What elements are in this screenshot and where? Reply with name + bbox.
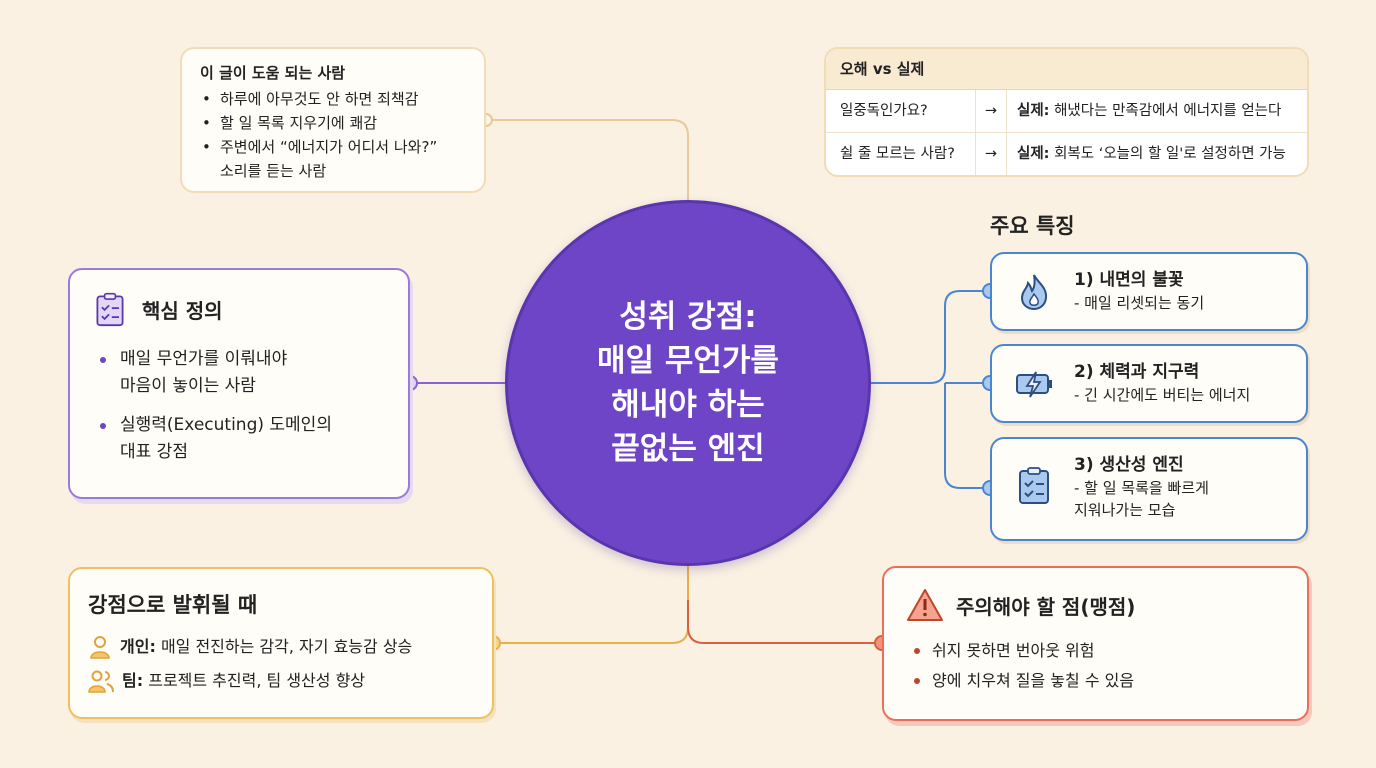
fact-cell: 실제: 해냈다는 만족감에서 에너지를 얻는다 bbox=[1007, 90, 1281, 132]
fact-label: 실제: bbox=[1017, 103, 1050, 119]
fact-label: 실제: bbox=[1017, 146, 1050, 162]
feature-card: 1) 내면의 불꽃 - 매일 리셋되는 동기 bbox=[990, 252, 1308, 331]
table-row: 쉴 줄 모르는 사람? → 실제: 회복도 ‘오늘의 할 일'로 설정하면 가능 bbox=[826, 133, 1307, 175]
warning-icon bbox=[907, 589, 943, 621]
strength-label: 팀: bbox=[122, 671, 144, 690]
central-topic: 성취 강점: 매일 무언가를 해내야 하는 끝없는 엔진 bbox=[505, 200, 871, 566]
feature-desc: - 할 일 목록을 빠르게 지워나가는 모습 bbox=[1074, 479, 1209, 519]
features-title: 주요 특징 bbox=[990, 214, 1075, 238]
strength-row: 팀: 프로젝트 추진력, 팀 생산성 향상 bbox=[88, 667, 474, 695]
strength-label: 개인: bbox=[120, 637, 156, 656]
clipboard-check-icon bbox=[96, 292, 124, 327]
audience-card: 이 글이 도움 되는 사람 하루에 아무것도 안 하면 죄책감 할 일 목록 지… bbox=[180, 47, 486, 193]
strength-row: 개인: 매일 전진하는 감각, 자기 효능감 상승 bbox=[88, 633, 474, 661]
feature-title: 2) 체력과 지구력 bbox=[1074, 362, 1200, 382]
caution-title: 주의해야 할 점(맹점) bbox=[956, 594, 1136, 619]
definition-title: 핵심 정의 bbox=[142, 298, 223, 323]
strength-text: 프로젝트 추진력, 팀 생산성 향상 bbox=[148, 671, 366, 690]
team-icon bbox=[88, 670, 114, 693]
myth-vs-fact-table: 오해 vs 실제 일중독인가요? → 실제: 해냈다는 만족감에서 에너지를 얻… bbox=[824, 47, 1309, 177]
fact-cell: 실제: 회복도 ‘오늘의 할 일'로 설정하면 가능 bbox=[1007, 133, 1286, 175]
caution-item: 쉬지 못하면 번아웃 위험 bbox=[906, 636, 1285, 666]
strength-title: 강점으로 발휘될 때 bbox=[88, 593, 258, 617]
myth-cell: 쉴 줄 모르는 사람? bbox=[826, 133, 976, 175]
feature-title: 1) 내면의 불꽃 bbox=[1074, 270, 1184, 290]
caution-item: 양에 치우쳐 질을 놓칠 수 있음 bbox=[906, 666, 1285, 696]
arrow-cell: → bbox=[976, 133, 1007, 175]
person-icon bbox=[90, 636, 110, 659]
strength-card: 강점으로 발휘될 때 개인: 매일 전진하는 감각, 자기 효능감 상승 팀: … bbox=[68, 567, 494, 719]
audience-item: 할 일 목록 지우기에 쾌감 bbox=[200, 111, 466, 135]
strength-text: 매일 전진하는 감각, 자기 효능감 상승 bbox=[160, 637, 413, 656]
definition-card: 핵심 정의 매일 무언가를 이뤄내야 마음이 놓이는 사람 실행력(Execut… bbox=[68, 268, 410, 499]
audience-item: 주변에서 “에너지가 어디서 나와?” 소리를 듣는 사람 bbox=[200, 135, 466, 183]
feature-desc: - 매일 리셋되는 동기 bbox=[1074, 294, 1205, 312]
table-title: 오해 vs 실제 bbox=[826, 49, 1307, 90]
definition-item: 실행력(Executing) 도메인의 대표 강점 bbox=[92, 412, 386, 466]
central-title: 성취 강점: 매일 무언가를 해내야 하는 끝없는 엔진 bbox=[597, 299, 779, 467]
fact-text: 해냈다는 만족감에서 에너지를 얻는다 bbox=[1054, 103, 1282, 119]
audience-item: 하루에 아무것도 안 하면 죄책감 bbox=[200, 87, 466, 111]
fact-text: 회복도 ‘오늘의 할 일'로 설정하면 가능 bbox=[1054, 146, 1286, 162]
battery-bolt-icon bbox=[1016, 371, 1052, 398]
caution-card: 주의해야 할 점(맹점) 쉬지 못하면 번아웃 위험 양에 치우쳐 질을 놓칠 … bbox=[882, 566, 1309, 721]
feature-card: 2) 체력과 지구력 - 긴 시간에도 버티는 에너지 bbox=[990, 344, 1308, 423]
definition-item: 매일 무언가를 이뤄내야 마음이 놓이는 사람 bbox=[92, 346, 386, 400]
feature-card: 3) 생산성 엔진 - 할 일 목록을 빠르게 지워나가는 모습 bbox=[990, 437, 1308, 541]
clipboard-check-icon bbox=[1019, 467, 1049, 504]
feature-desc: - 긴 시간에도 버티는 에너지 bbox=[1074, 386, 1251, 404]
myth-cell: 일중독인가요? bbox=[826, 90, 976, 132]
arrow-cell: → bbox=[976, 90, 1007, 132]
feature-title: 3) 생산성 엔진 bbox=[1074, 455, 1184, 475]
table-row: 일중독인가요? → 실제: 해냈다는 만족감에서 에너지를 얻는다 bbox=[826, 90, 1307, 133]
audience-title: 이 글이 도움 되는 사람 bbox=[200, 64, 346, 82]
flame-icon bbox=[1020, 274, 1048, 311]
